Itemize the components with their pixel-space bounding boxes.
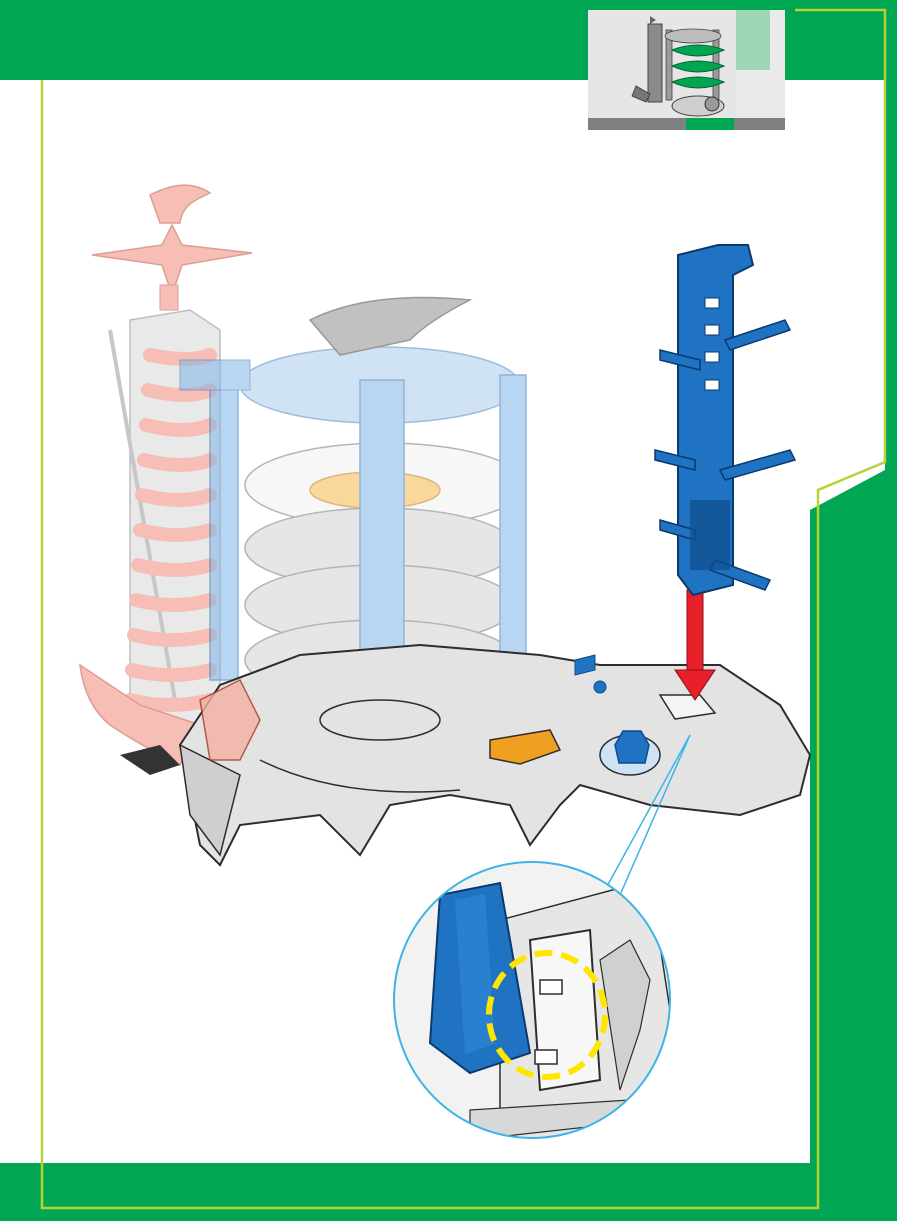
detail-callout [380,860,690,1170]
ghost-tower-levels [180,298,526,701]
blue-tower-column [655,245,795,595]
